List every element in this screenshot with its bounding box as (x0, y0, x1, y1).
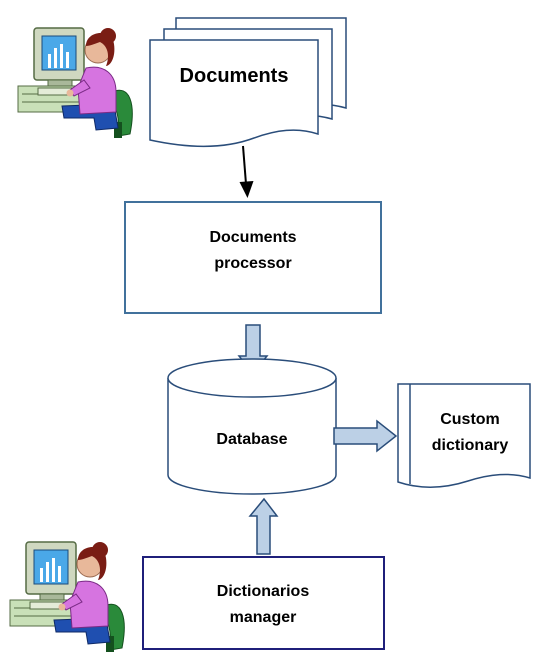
documents-stack (149, 17, 347, 147)
documents-processor-box (124, 201, 382, 314)
block-arrow-right (333, 419, 398, 453)
connector-arrow (239, 145, 254, 198)
block-arrow-up (248, 497, 279, 555)
database-cylinder (167, 358, 337, 495)
documents-label: Documents (180, 65, 289, 87)
custom-dictionary-label: Custom (440, 411, 500, 428)
documents-processor-label: processor (214, 255, 291, 272)
dictionarios-manager-label: manager (230, 609, 297, 626)
dictionarios-manager-box (142, 556, 385, 650)
dictionarios-manager-label: Dictionarios (217, 583, 310, 600)
database-label: Database (216, 431, 287, 448)
computer-user-icon (17, 27, 133, 138)
computer-user-icon (9, 541, 125, 652)
documents-processor-label: Documents (209, 229, 296, 246)
custom-dictionary-document (397, 383, 531, 488)
custom-dictionary-label: dictionary (432, 437, 509, 454)
